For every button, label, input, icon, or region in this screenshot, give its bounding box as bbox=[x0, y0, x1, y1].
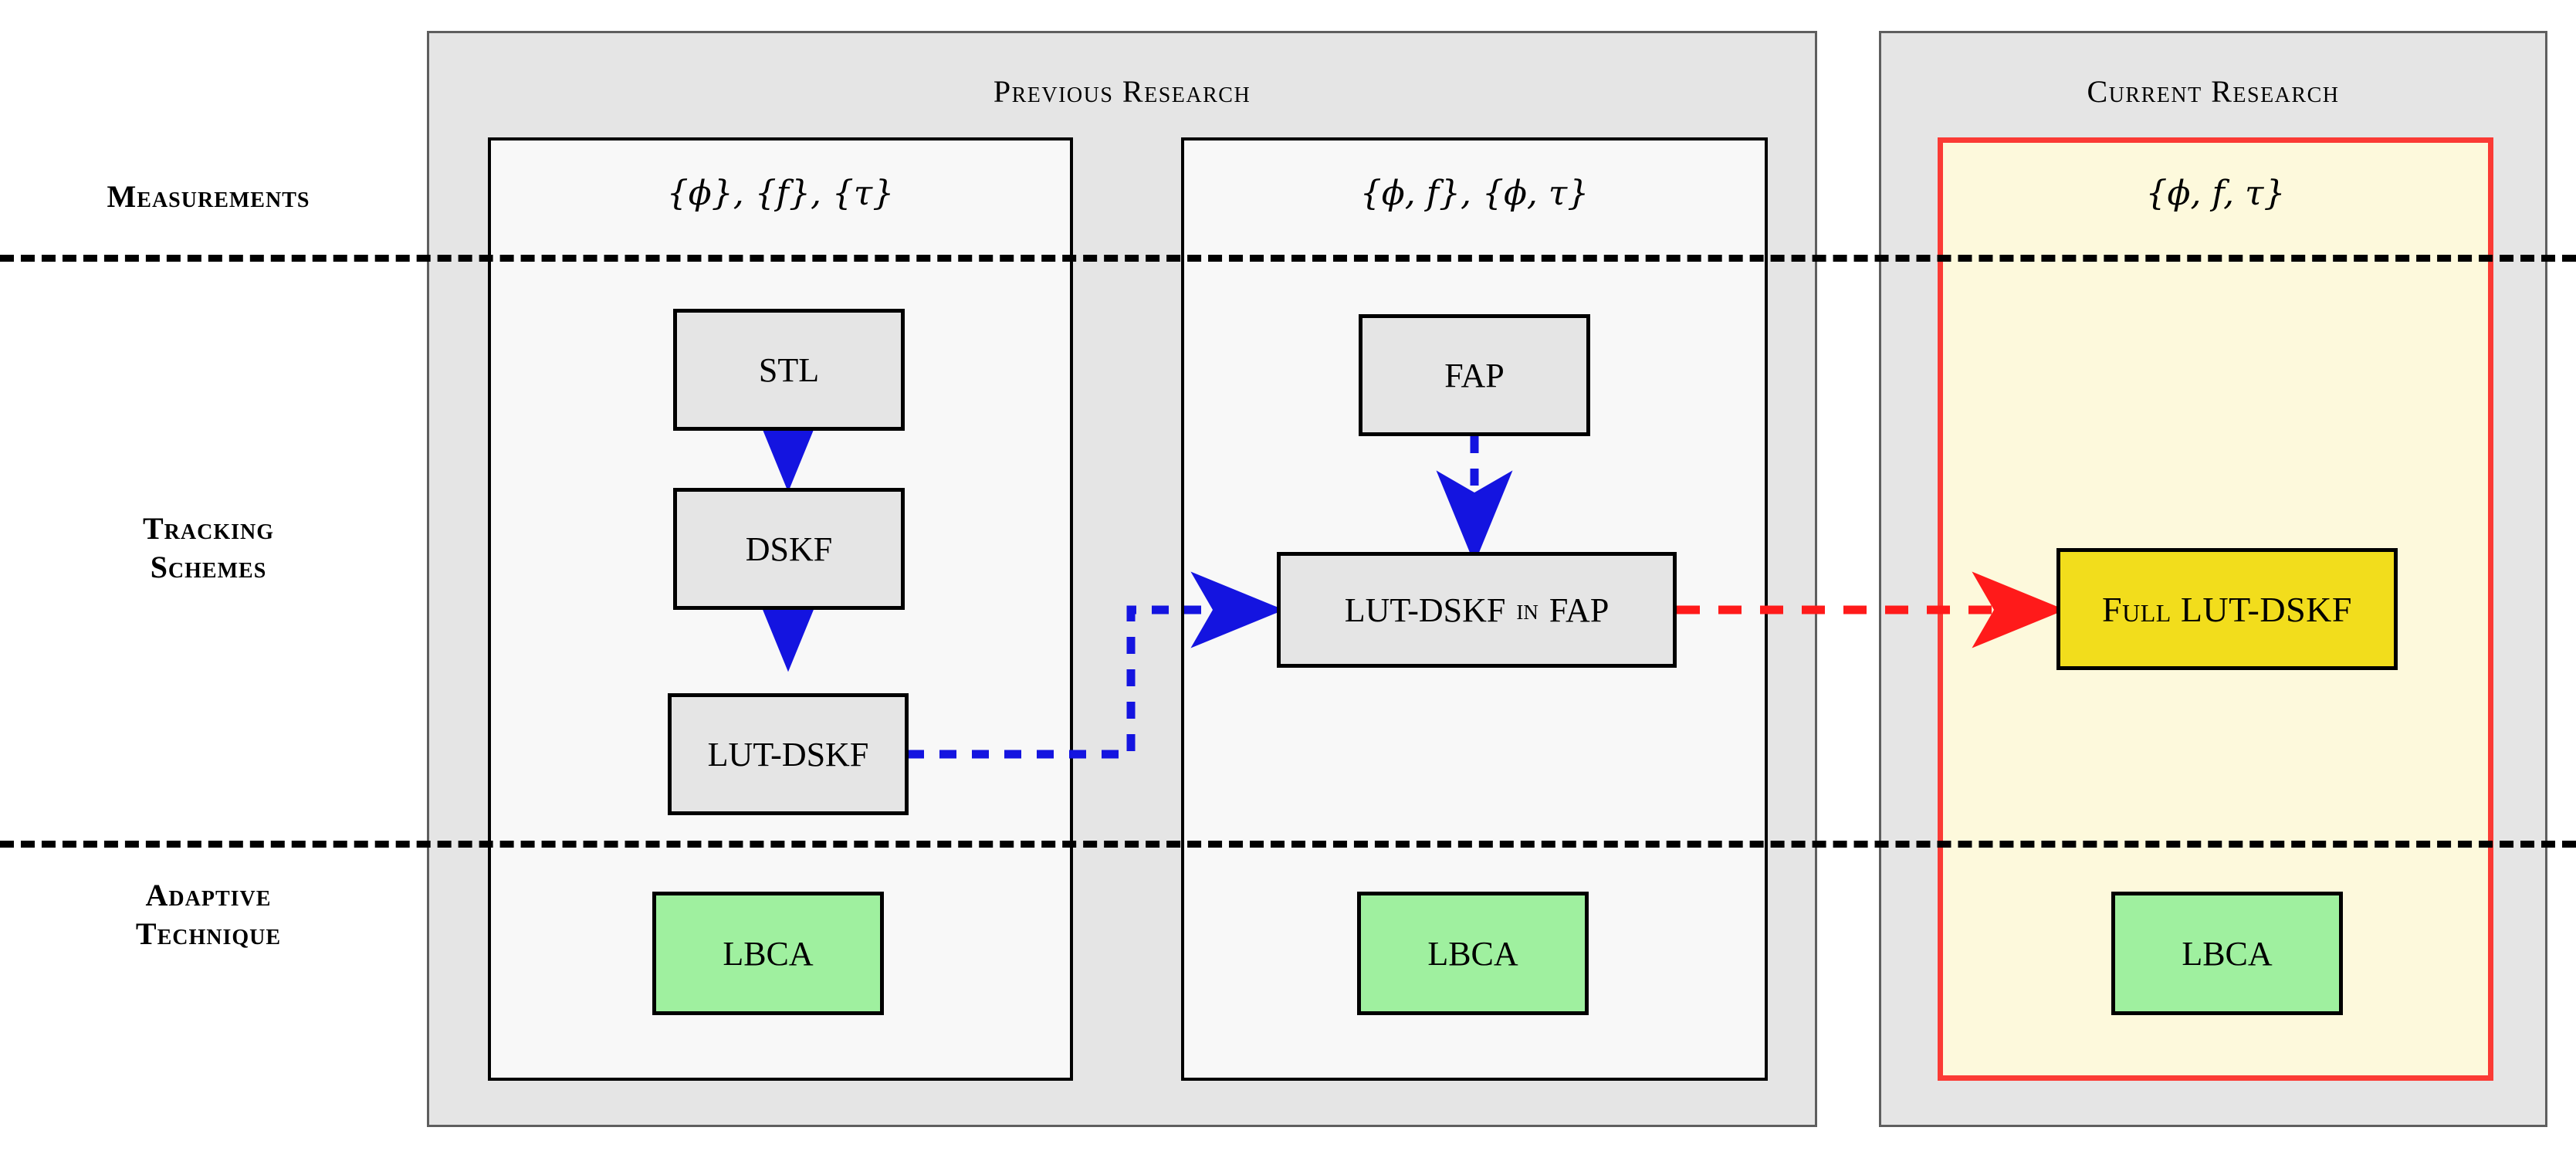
node-lut-dskf-in-fap[interactable]: LUT-DSKF in FAP bbox=[1277, 552, 1677, 668]
node-lut-dskf[interactable]: LUT-DSKF bbox=[668, 693, 909, 815]
row-label-tracking-schemes-line1: Tracking bbox=[142, 511, 275, 546]
section-divider-measurements bbox=[0, 255, 2576, 262]
node-lbca-col2[interactable]: LBCA bbox=[1357, 892, 1589, 1015]
row-label-measurements-line1: Measurements bbox=[107, 179, 310, 214]
measurement-expression-col2: {ϕ, f}, {ϕ, τ} bbox=[1359, 174, 1589, 213]
node-lbca-col3[interactable]: LBCA bbox=[2111, 892, 2343, 1015]
row-label-tracking-schemes-line2: Schemes bbox=[150, 550, 267, 584]
section-divider-tracking bbox=[0, 841, 2576, 848]
node-stl[interactable]: STL bbox=[673, 309, 905, 431]
node-lbca-col1[interactable]: LBCA bbox=[652, 892, 884, 1015]
measurement-expression-col1: {ϕ}, {f}, {τ} bbox=[666, 174, 895, 213]
node-full-lut-dskf[interactable]: Full LUT-DSKF bbox=[2056, 548, 2398, 670]
node-fap[interactable]: FAP bbox=[1359, 314, 1590, 436]
group-title-current-research: Current Research bbox=[2087, 74, 2340, 109]
node-lut-dskf-in-fap-label-fap: FAP bbox=[1549, 591, 1610, 629]
row-label-tracking-schemes: Tracking Schemes bbox=[15, 509, 401, 587]
row-label-adaptive-technique-line1: Adaptive bbox=[145, 878, 272, 912]
node-dskf[interactable]: DSKF bbox=[673, 488, 905, 610]
row-label-adaptive-technique: Adaptive Technique bbox=[15, 876, 401, 953]
group-title-previous-research: Previous Research bbox=[993, 74, 1251, 109]
measurement-expression-col3: {ϕ, f, τ} bbox=[2145, 174, 2286, 213]
row-label-adaptive-technique-line2: Technique bbox=[135, 916, 282, 951]
node-lut-dskf-in-fap-label-in: in bbox=[1516, 594, 1538, 626]
node-lut-dskf-in-fap-label-main: LUT-DSKF bbox=[1344, 591, 1506, 629]
row-label-measurements: Measurements bbox=[15, 178, 401, 216]
